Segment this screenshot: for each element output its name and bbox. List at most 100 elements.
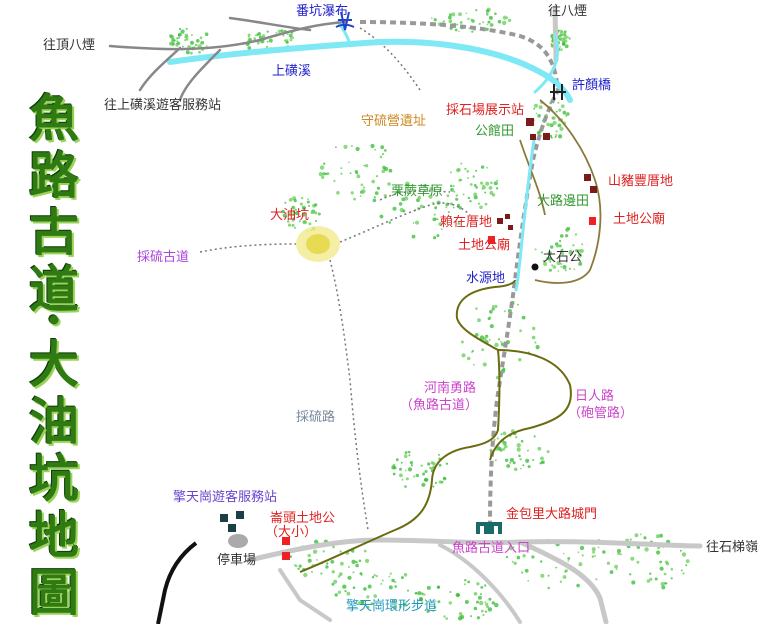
highway [156,541,198,624]
vegetation-dot [476,582,480,586]
vegetation-dot [467,17,470,20]
vegetation-dot [205,45,208,47]
vegetation-dot [552,116,556,120]
vegetation-dot [461,353,466,358]
vegetation-dot [559,126,564,131]
vegetation-dot [360,574,363,576]
vegetation-dot [474,333,479,337]
vegetation-dot [503,310,506,313]
vegetation-dot [363,549,367,553]
vegetation-dot [388,585,393,590]
vegetation-dot [531,335,536,340]
vegetation-dot [574,233,578,236]
vegetation-dot [370,602,374,606]
vegetation-dot [404,469,407,472]
vegetation-dot [363,164,365,167]
vegetation-dot [446,194,450,198]
vegetation-dot [284,201,287,204]
vegetation-dot [348,566,350,568]
vegetation-dot [458,12,462,17]
vegetation-dot [291,218,295,222]
vegetation-dot [428,194,433,199]
vegetation-dot [557,101,560,104]
vegetation-dot [388,168,393,173]
vegetation-dot [448,15,452,20]
vegetation-dot [308,222,312,226]
vegetation-dot [433,236,437,240]
vegetation-dot [456,23,459,26]
vegetation-dot [558,37,562,40]
vegetation-dot [307,558,312,563]
vegetation-dot [485,334,488,337]
vegetation-dot [399,467,402,471]
vegetation-dot [550,43,553,46]
vegetation-dot [560,48,563,51]
vegetation-dot [438,222,443,226]
vegetation-dot [291,36,295,40]
vegetation-dot [196,39,200,43]
vegetation-dot [451,12,456,17]
vegetation-dot [524,568,529,573]
vegetation-dot [549,123,554,128]
vegetation-dot [485,27,489,31]
vegetation-dot [283,39,286,42]
vegetation-dot [455,197,459,201]
vegetation-dot [381,153,384,156]
vegetation-dot [488,186,493,190]
vegetation-dot [302,220,307,225]
vegetation-dot [254,34,257,37]
vegetation-dot [473,192,478,197]
title-char: 古 [29,203,79,262]
vegetation-dot [334,593,338,597]
vegetation-dot [453,190,456,193]
label-fanken-waterfall: 番坑瀑布 [296,4,349,19]
vegetation-dot [665,582,668,585]
vegetation-dot [639,533,642,536]
vegetation-dot [511,560,514,563]
parking-icon [228,534,248,548]
vegetation-dot [301,213,306,217]
vegetation-dot [482,21,485,24]
vegetation-dot [177,34,180,37]
vegetation-dot [680,569,683,572]
label-qingtiangang-center: 擎天崗遊客服務站 [173,490,278,505]
vegetation-dot [360,183,364,187]
vegetation-dot [480,586,484,589]
vegetation-dot [445,617,449,620]
vegetation-dot [433,605,437,609]
vegetation-dot [384,149,387,152]
vegetation-dot [519,458,522,461]
label-tudigong-east: 土地公廟 [613,212,666,227]
vegetation-dot [564,570,567,573]
vegetation-dot [494,602,499,608]
vegetation-dot [288,33,293,38]
label-to-dingbayan: 往頂八煙 [43,38,96,53]
label-lai-house: 賴在厝地 [440,215,493,230]
vegetation-dot [681,552,687,557]
vegetation-dot [489,309,493,314]
vegetation-dot [481,348,485,352]
vegetation-dot [332,545,335,549]
vegetation-dot [303,572,308,578]
vegetation-dot [497,19,502,24]
vegetation-dot [392,472,396,476]
vegetation-dot [458,206,462,210]
vegetation-dot [297,567,300,570]
vegetation-dot [318,172,323,177]
label-henan-road: 河南勇路 [424,381,477,396]
label-niutou-tudigong: 崙頭土地公 [270,511,336,526]
title-char: 地 [29,506,79,565]
vegetation-dot [476,600,479,604]
vegetation-dot [522,550,525,552]
label-dalubian-field: 大路邊田 [537,194,590,209]
vegetation-dot [581,243,584,246]
vegetation-dot [176,37,179,40]
vegetation-dot [442,20,446,23]
vegetation-dot [284,39,289,43]
vegetation-dot [457,222,461,225]
vegetation-dot [326,562,329,565]
vegetation-dot [486,13,489,16]
vegetation-dot [475,186,478,189]
vegetation-dot [300,196,304,200]
vegetation-dot [465,12,468,15]
